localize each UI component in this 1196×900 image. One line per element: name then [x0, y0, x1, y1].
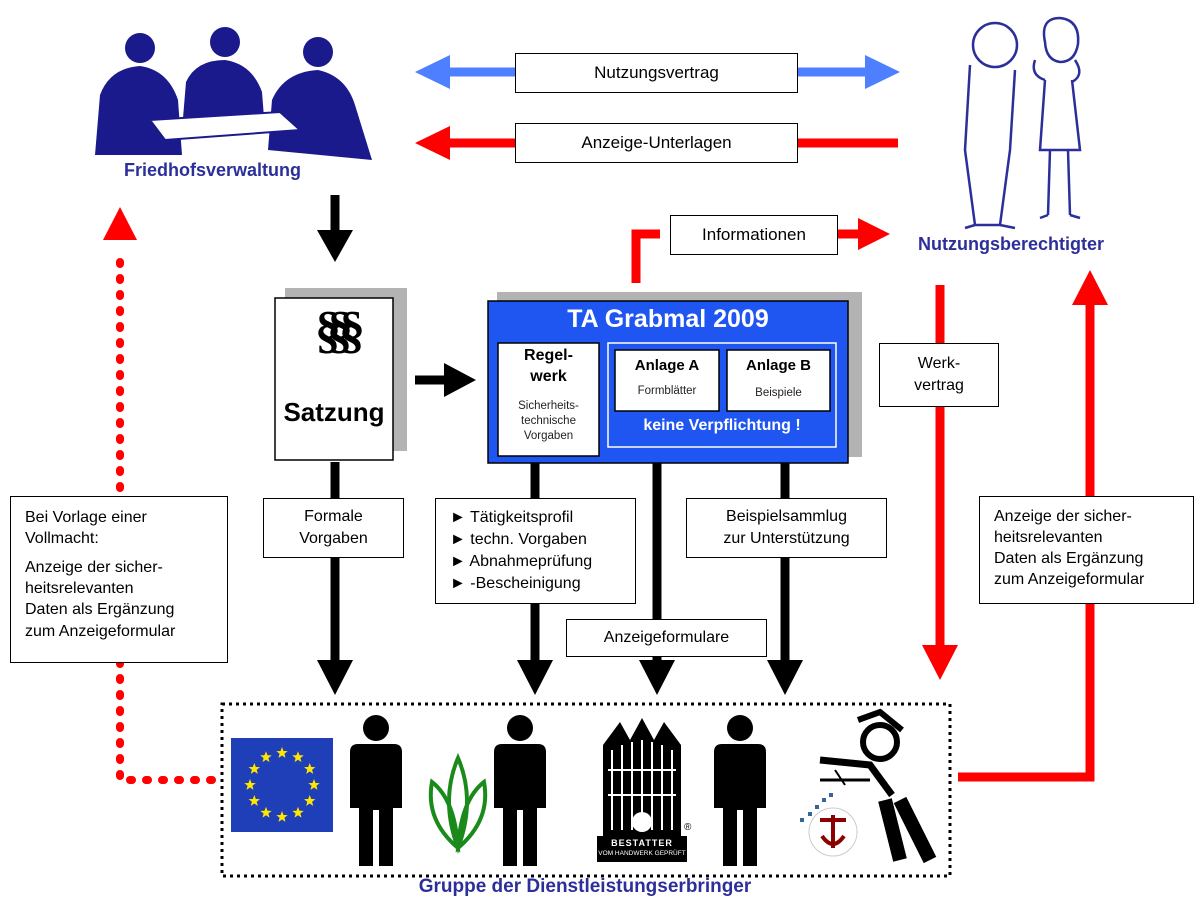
eu-star-icon	[248, 763, 260, 774]
right-return-arrow	[958, 270, 1108, 782]
satzung-down-arrow	[317, 462, 353, 695]
right-side-note: Anzeige der sicher- heitsrelevanten Date…	[979, 496, 1194, 604]
person-icon	[494, 715, 546, 866]
eu-star-icon	[308, 779, 320, 790]
satzung-document	[274, 288, 407, 461]
meeting-people-icon	[95, 27, 372, 160]
bestatter-logo-line1: BESTATTER	[611, 838, 673, 848]
eu-star-icon	[260, 751, 272, 763]
documents-label: Anzeige-Unterlagen	[515, 123, 798, 163]
anlage-b-subtitle: Beispiele	[755, 387, 802, 399]
leaf-logo-icon	[428, 752, 488, 854]
left-dotted-arrow	[103, 207, 216, 784]
ta-grabmal-title: TA Grabmal 2009	[567, 305, 769, 333]
bestatter-logo-line2: VOM HANDWERK GEPRÜFT	[598, 850, 686, 857]
eu-star-icon	[244, 779, 256, 790]
eu-star-icon	[304, 795, 316, 806]
couple-icon	[963, 16, 1082, 230]
eu-star-icon	[292, 806, 304, 818]
regelwerk-subtitle: Sicherheits- technische Vorgaben	[518, 400, 579, 442]
activity-item: ► Tätigkeitsprofil	[450, 509, 574, 526]
regelwerk-title: Regel- werk	[524, 347, 573, 385]
left-side-note: Bei Vorlage einer Vollmacht: Anzeige der…	[10, 496, 228, 663]
ta-grabmal-box	[487, 292, 862, 464]
activity-item: ► techn. Vorgaben	[450, 531, 587, 549]
paragraph-icon: §§§	[315, 302, 365, 359]
no-obligation-note: keine Verpflichtung !	[643, 417, 801, 434]
bestatter-logo-icon	[597, 718, 687, 862]
eu-star-icon	[260, 806, 272, 818]
anlage-b-down-arrow	[767, 462, 803, 695]
work-contract-label: Werk- vertrag	[879, 343, 999, 407]
eu-star-icon	[292, 751, 304, 763]
usage-holder-label: Nutzungsberechtigter	[918, 234, 1105, 254]
activity-profile-box: ► Tätigkeitsprofil ► techn. Vorgaben ► A…	[435, 498, 636, 604]
person-icon	[714, 715, 766, 866]
information-label: Informationen	[670, 215, 838, 255]
eu-flag-icon	[231, 738, 333, 832]
example-collection-box: Beispielsammlug zur Unterstützung	[686, 498, 887, 558]
service-providers-label: Gruppe der Dienstleistungserbringer	[418, 876, 752, 897]
eu-star-icon	[304, 763, 316, 774]
service-providers-group-frame	[220, 702, 952, 878]
anlage-a-down-arrow	[639, 462, 675, 695]
activity-item: ► -Bescheinigung	[450, 575, 581, 593]
usage-contract-label: Nutzungsvertrag	[515, 53, 798, 93]
information-arrow	[631, 218, 890, 283]
eu-star-icon	[276, 747, 288, 758]
anlage-a-title: Anlage A	[634, 357, 700, 374]
eu-star-icon	[276, 811, 288, 822]
craftsman-icon	[800, 708, 937, 864]
anlage-a-subtitle: Formblätter	[637, 385, 697, 397]
cemetery-admin-label: Friedhofsverwaltung	[124, 160, 302, 180]
left-note-body: Anzeige der sicher- heitsrelevanten Date…	[25, 559, 176, 640]
notification-forms-box: Anzeigeformulare	[566, 619, 767, 657]
admin-to-satzung-arrow	[317, 195, 353, 262]
anlage-b-title: Anlage B	[745, 357, 811, 374]
right-note-body: Anzeige der sicher- heitsrelevanten Date…	[994, 508, 1145, 589]
eu-star-icon	[248, 795, 260, 806]
formal-requirements-box: Formale Vorgaben	[263, 498, 404, 558]
registered-mark: ®	[684, 822, 692, 833]
satzung-to-ta-arrow	[415, 363, 476, 397]
satzung-title: Satzung	[283, 397, 385, 427]
left-note-title: Bei Vorlage einer Vollmacht:	[25, 509, 147, 548]
activity-item: ► Abnahmeprüfung	[450, 553, 593, 571]
person-icon	[350, 715, 402, 866]
